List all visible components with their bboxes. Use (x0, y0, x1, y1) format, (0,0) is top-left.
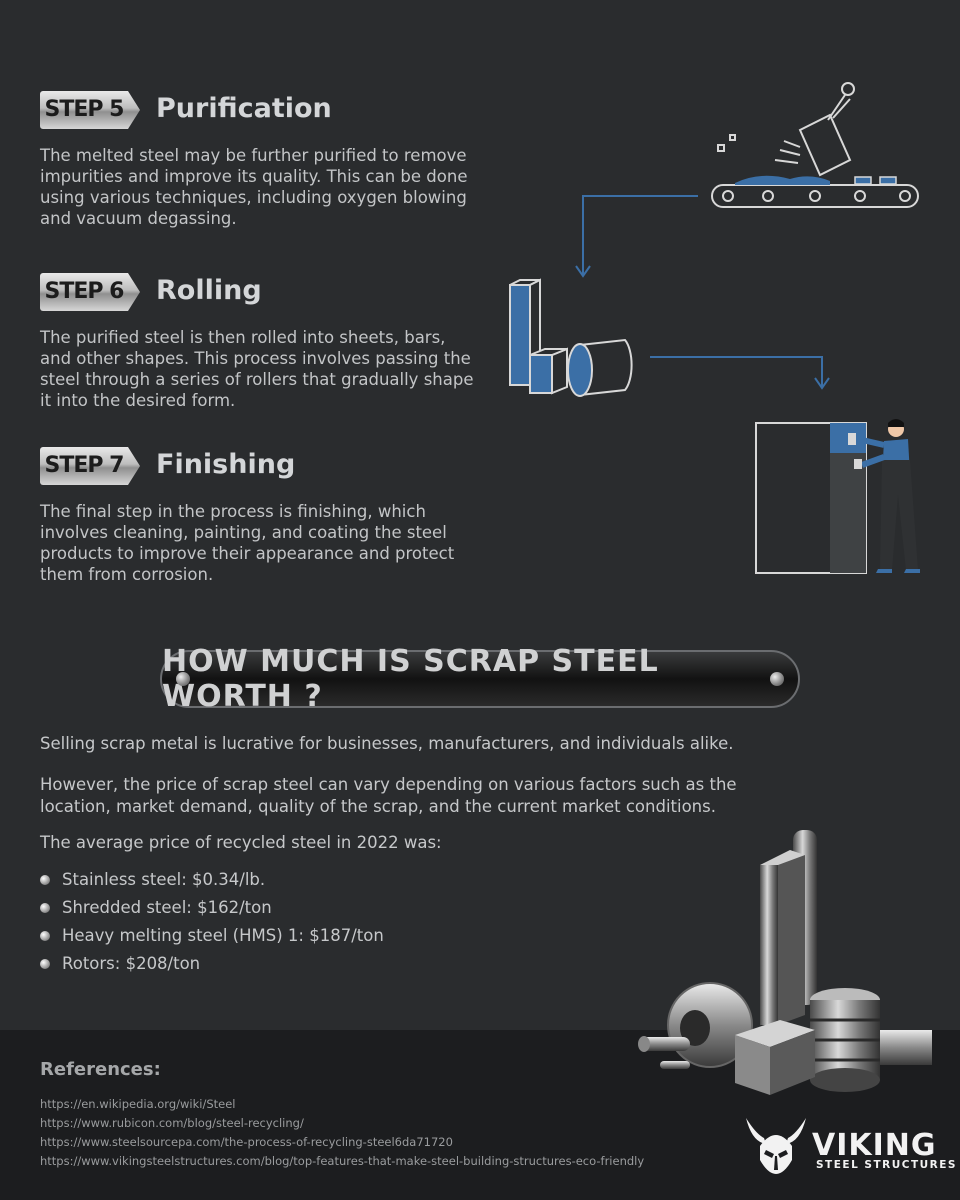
step-5-text: The melted steel may be further purified… (40, 146, 468, 228)
arrow-down-icon (575, 195, 698, 278)
scrap-steel-pile-illustration (638, 830, 932, 1095)
references-list: https://en.wikipedia.org/wiki/Steel http… (40, 1095, 644, 1171)
step-5-title: Purification (156, 93, 332, 124)
conveyor-brush-illustration (711, 82, 919, 208)
step-7-text: The final step in the process is finishi… (40, 502, 455, 584)
reference-link[interactable]: https://www.rubicon.com/blog/steel-recyc… (40, 1116, 304, 1130)
list-item: Shredded steel: $162/ton (40, 894, 384, 922)
bullet-icon (40, 903, 50, 913)
list-item: Stainless steel: $0.34/lb. (40, 866, 384, 894)
reference-link[interactable]: https://www.steelsourcepa.com/the-proces… (40, 1135, 453, 1149)
step-5-badge: STEP 5 (40, 91, 140, 129)
scrap-worth-heading: HOW MUCH IS SCRAP STEEL WORTH ? (162, 644, 659, 714)
list-item: Heavy melting steel (HMS) 1: $187/ton (40, 922, 384, 950)
list-item: Rotors: $208/ton (40, 950, 384, 978)
rivet-icon (770, 672, 784, 686)
viking-helmet-icon (746, 1118, 806, 1174)
worth-paragraph-1: Selling scrap metal is lucrative for bus… (40, 734, 734, 753)
bullet-icon (40, 875, 50, 885)
rolled-steel-illustration (509, 278, 633, 397)
bullet-icon (40, 931, 50, 941)
references-title: References: (40, 1059, 161, 1080)
step-6-badge: STEP 6 (40, 273, 140, 311)
scrap-worth-banner: HOW MUCH IS SCRAP STEEL WORTH ? (160, 644, 800, 714)
worth-paragraph-2: However, the price of scrap steel can va… (40, 775, 737, 816)
painter-illustration (755, 419, 920, 574)
reference-link[interactable]: https://www.vikingsteelstructures.com/bl… (40, 1154, 645, 1168)
step-7-badge: STEP 7 (40, 447, 140, 485)
step-6-text: The purified steel is then rolled into s… (40, 328, 474, 410)
step-6-title: Rolling (156, 275, 262, 306)
arrow-right-down-icon (650, 356, 830, 390)
step-7-title: Finishing (156, 449, 296, 480)
logo-tagline: STEEL STRUCTURES (816, 1159, 957, 1171)
bullet-icon (40, 959, 50, 969)
reference-link[interactable]: https://en.wikipedia.org/wiki/Steel (40, 1097, 236, 1111)
worth-paragraph-3: The average price of recycled steel in 2… (40, 833, 442, 852)
logo-name: VIKING (812, 1128, 937, 1163)
price-list: Stainless steel: $0.34/lb. Shredded stee… (40, 866, 384, 978)
rivet-icon (176, 672, 190, 686)
